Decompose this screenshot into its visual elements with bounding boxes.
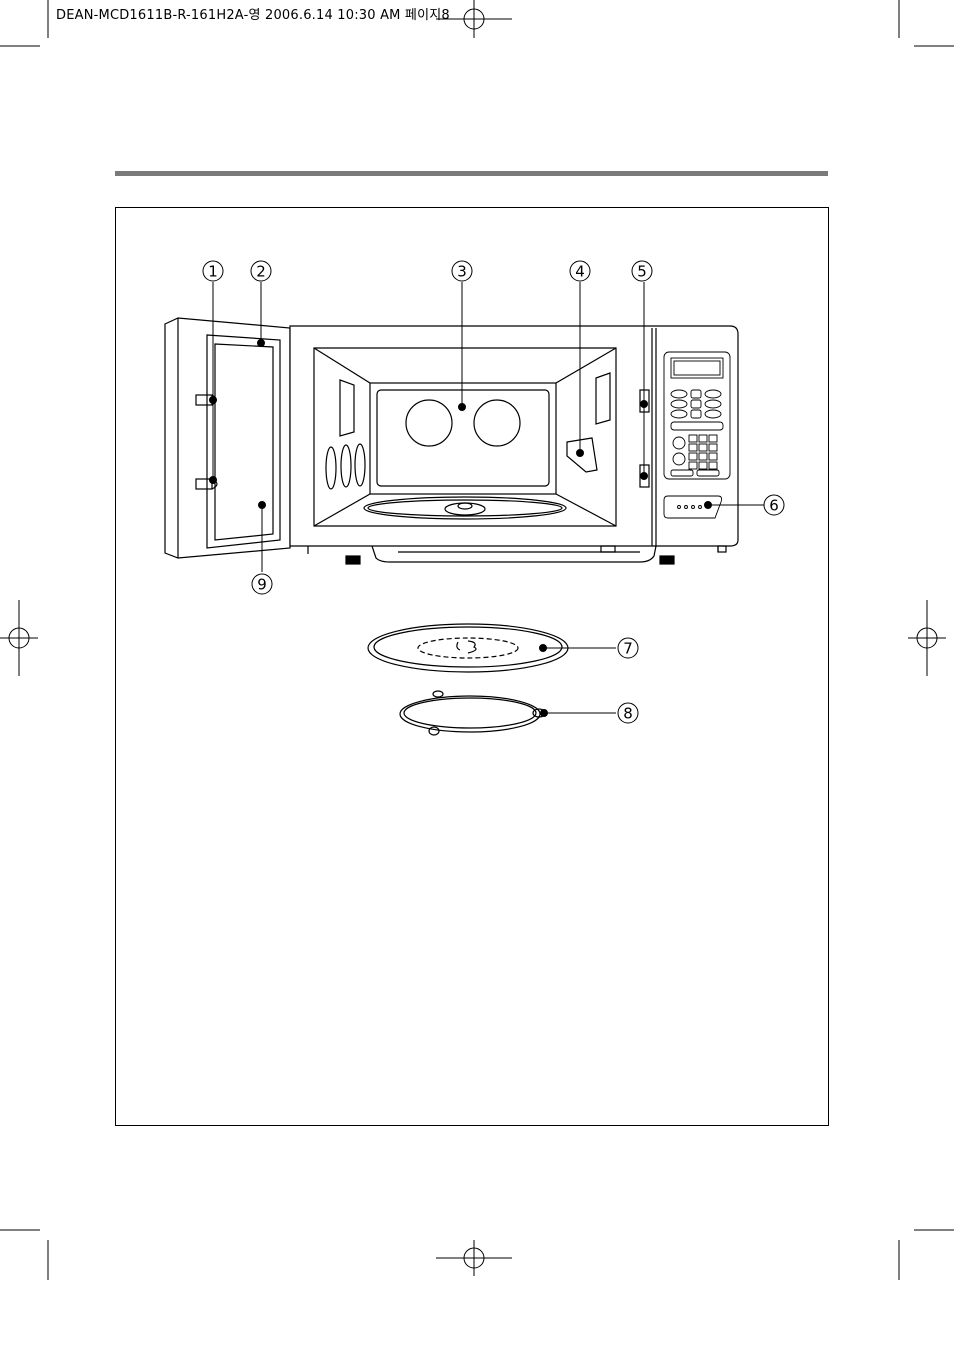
heading-rule [115, 171, 828, 176]
door-release-panel [663, 495, 723, 519]
svg-text:3: 3 [457, 263, 467, 281]
display-window [670, 357, 724, 379]
foot-right [659, 555, 675, 565]
svg-text:1: 1 [208, 263, 218, 281]
foot-left [345, 555, 361, 565]
door-latch-lower [195, 478, 213, 490]
print-slug: DEAN-MCD1611B-R-161H2A-영 2006.6.14 10:30… [56, 8, 450, 23]
roller-ring [399, 690, 546, 736]
svg-text:2: 2 [256, 263, 266, 281]
content-frame [115, 207, 829, 1126]
callout-4: 4 [569, 260, 591, 282]
registration-mark-bottom [436, 1240, 512, 1276]
callout-6: 6 [763, 494, 785, 516]
callout-leaders [209, 282, 764, 717]
callout-8: 8 [617, 702, 639, 724]
callout-7: 7 [617, 637, 639, 659]
microwave-cabinet [289, 325, 739, 565]
svg-text:4: 4 [575, 263, 585, 281]
registration-mark-left [0, 600, 38, 676]
callout-9: 9 [251, 573, 273, 595]
svg-text:5: 5 [637, 263, 647, 281]
callout-2: 2 [250, 260, 272, 282]
microwave-illustration [164, 317, 739, 565]
svg-text:6: 6 [769, 497, 779, 515]
callout-3: 3 [451, 260, 473, 282]
callout-5: 5 [631, 260, 653, 282]
svg-text:8: 8 [623, 705, 633, 723]
oven-cavity [313, 347, 650, 527]
waveguide-cover [566, 437, 598, 473]
glass-tray [367, 623, 569, 673]
callout-1: 1 [202, 260, 224, 282]
microwave-door [164, 317, 291, 559]
registration-mark-right [908, 600, 946, 676]
keypad [688, 434, 718, 470]
svg-text:7: 7 [623, 640, 633, 658]
crop-marks [0, 0, 954, 1280]
registration-mark-top [436, 0, 512, 38]
svg-text:9: 9 [257, 576, 267, 594]
control-panel [663, 351, 731, 519]
